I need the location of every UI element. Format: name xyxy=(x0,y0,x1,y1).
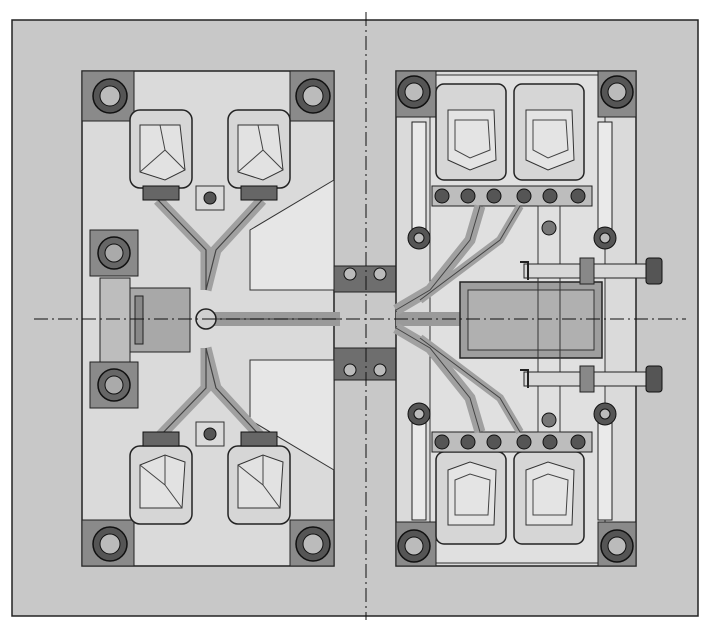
right-cavity-tl xyxy=(435,83,507,181)
right-corner-bushing-bl xyxy=(395,521,437,567)
left-corner-bushing-tl xyxy=(81,70,135,122)
hydraulic-cylinder-upper xyxy=(520,257,663,285)
right-ejector-block xyxy=(459,281,603,359)
parting-bridge-upper xyxy=(333,265,397,293)
right-ejector-row-upper xyxy=(431,185,593,207)
left-cavity-bl xyxy=(129,431,193,525)
left-side-boss-lower xyxy=(89,361,139,409)
left-cavity-tl xyxy=(129,109,193,201)
left-corner-bushing-br xyxy=(289,519,335,567)
right-cavity-bl xyxy=(435,451,507,545)
parting-bridge-lower xyxy=(333,347,397,381)
left-pin-pocket-lower xyxy=(195,421,225,447)
right-corner-bushing-tr xyxy=(597,70,637,118)
right-guide-rail-tl xyxy=(407,121,431,250)
left-center-pin-upper xyxy=(203,191,217,205)
left-pin-pocket-upper xyxy=(195,185,225,211)
left-center-pin-lower xyxy=(203,427,217,441)
left-relief-lower xyxy=(249,359,335,471)
right-guide-rail-bl xyxy=(407,402,431,521)
left-mold-half xyxy=(81,70,340,567)
left-sprue-block xyxy=(99,277,191,363)
left-corner-bushing-tr xyxy=(289,70,335,122)
left-corner-bushing-bl xyxy=(81,519,135,567)
right-center-pin-lower xyxy=(541,412,557,428)
right-cavity-tr xyxy=(513,83,585,181)
left-side-boss-upper xyxy=(89,229,139,277)
hydraulic-cylinder-lower xyxy=(520,365,663,393)
right-guide-rail-tr xyxy=(593,121,617,250)
right-cavity-br xyxy=(513,451,585,545)
right-ejector-row-lower xyxy=(431,431,593,453)
left-cavity-br xyxy=(227,431,291,525)
left-cavity-tr xyxy=(227,109,291,201)
right-guide-rail-br xyxy=(593,402,617,521)
right-center-pin-upper xyxy=(541,220,557,236)
right-corner-bushing-tl xyxy=(395,70,437,118)
right-corner-bushing-br xyxy=(597,521,637,567)
